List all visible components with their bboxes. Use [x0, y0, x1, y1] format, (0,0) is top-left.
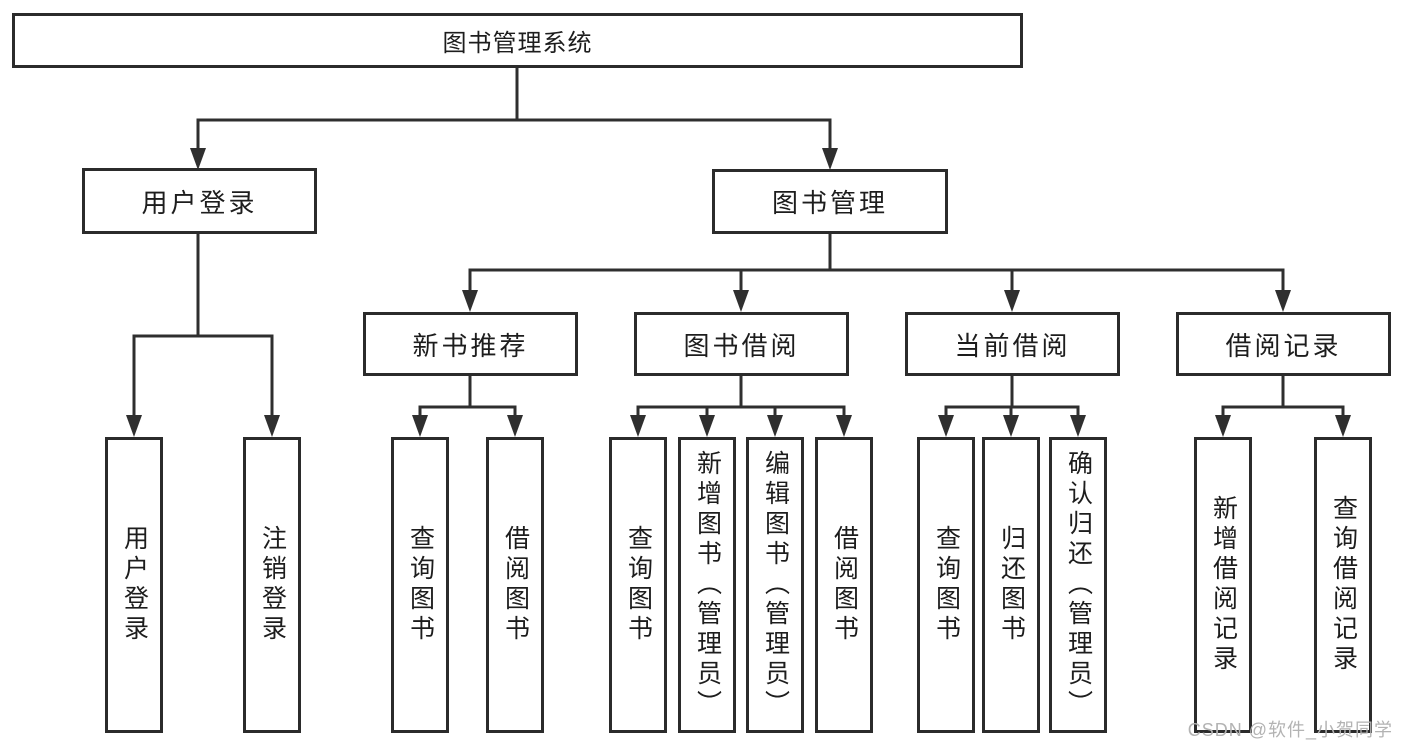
leaf-query-books-recommend: 查询图书: [391, 437, 449, 733]
node-book-management: 图书管理: [712, 169, 948, 234]
leaf-query-books-current: 查询图书: [917, 437, 975, 733]
node-new-book-recommend: 新书推荐: [363, 312, 578, 376]
leaf-borrow-books-recommend: 借阅图书: [486, 437, 544, 733]
connector-path: [132, 66, 1345, 421]
leaf-edit-book-admin: 编辑图书（管理员）: [746, 437, 804, 733]
leaf-user-login: 用户登录: [105, 437, 163, 733]
csdn-watermark: CSDN @软件_小贺同学: [1187, 720, 1393, 740]
leaf-borrow-books-borrowing: 借阅图书: [815, 437, 873, 733]
node-root-system: 图书管理系统: [12, 13, 1023, 68]
leaf-logout: 注销登录: [243, 437, 301, 733]
leaf-query-books-borrowing: 查询图书: [609, 437, 667, 733]
node-book-borrowing: 图书借阅: [634, 312, 849, 376]
leaf-add-borrow-record: 新增借阅记录: [1194, 437, 1252, 733]
leaf-add-book-admin: 新增图书（管理员）: [678, 437, 736, 733]
leaf-query-borrow-record: 查询借阅记录: [1314, 437, 1372, 733]
leaf-confirm-return-admin: 确认归还（管理员）: [1049, 437, 1107, 733]
leaf-return-books: 归还图书: [982, 437, 1040, 733]
arrowhead-down-icons: [126, 148, 1351, 437]
node-current-borrowing: 当前借阅: [905, 312, 1120, 376]
node-borrowing-records: 借阅记录: [1176, 312, 1391, 376]
node-user-login: 用户登录: [82, 168, 317, 234]
